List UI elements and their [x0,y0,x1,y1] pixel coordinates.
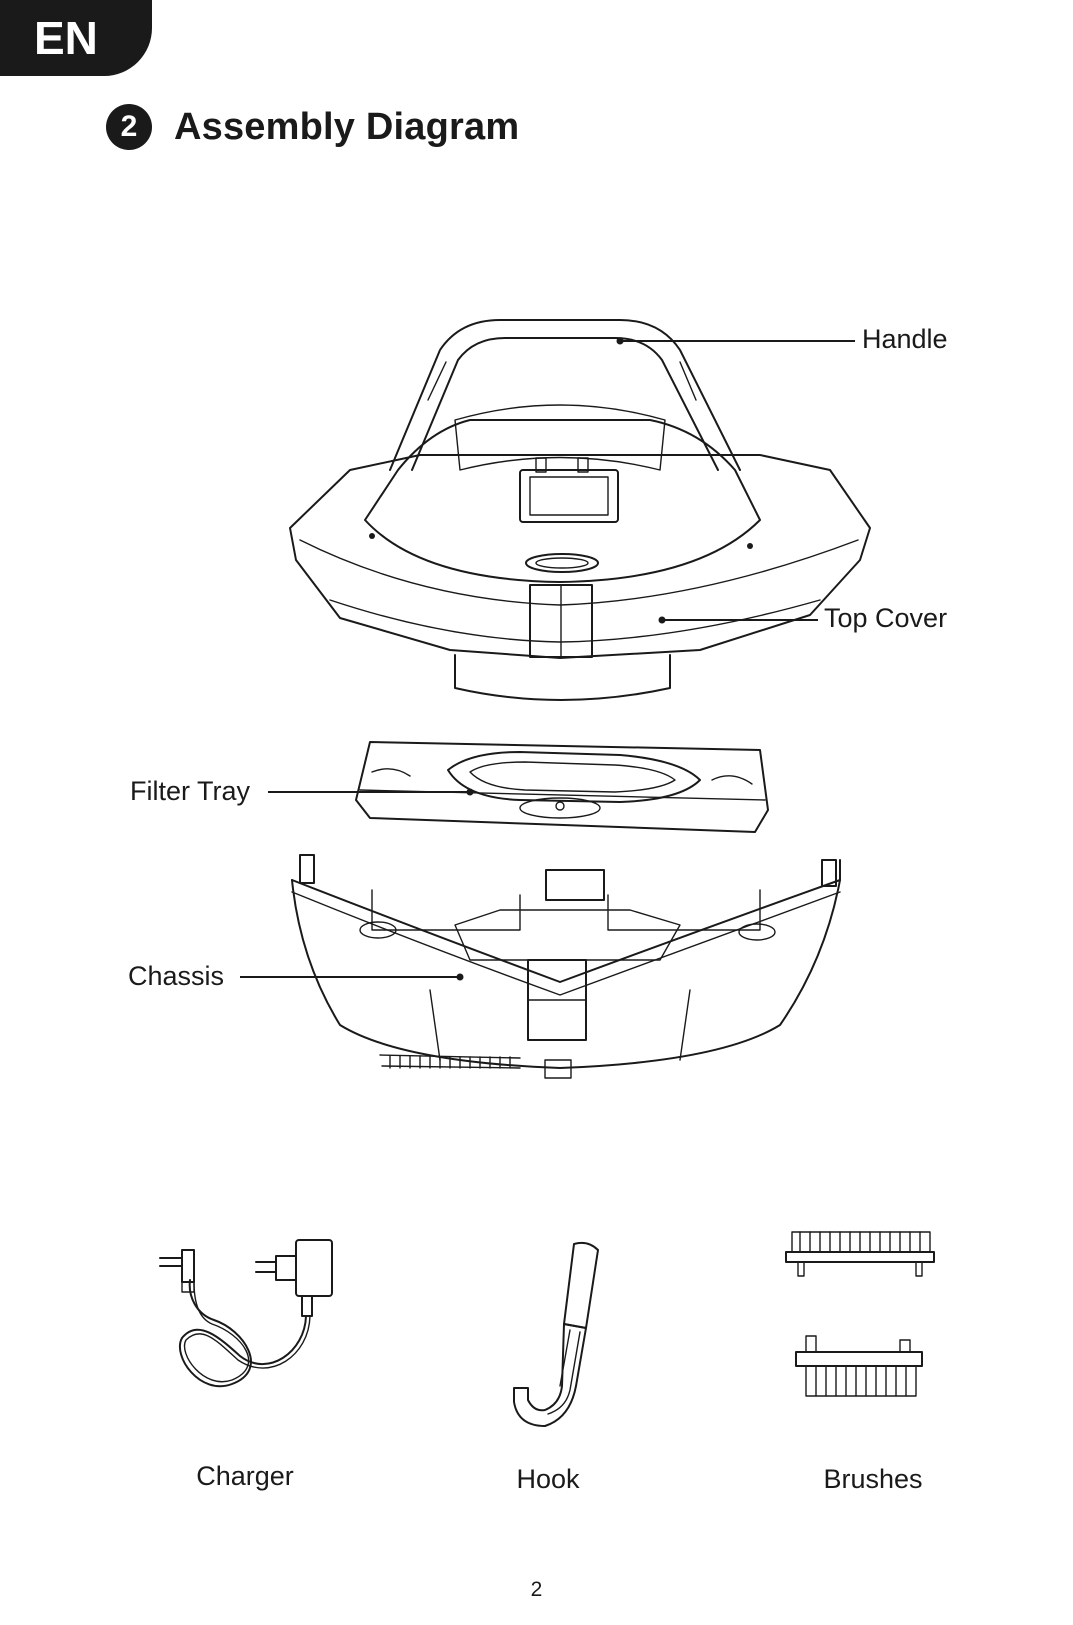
section-header: 2 Assembly Diagram [106,104,519,150]
caption-hook: Hook [516,1464,580,1494]
handle-drawing [389,319,741,471]
section-number: 2 [120,110,138,143]
page-number: 2 [530,1578,543,1601]
chassis-drawing [291,854,841,1079]
section-title: Assembly Diagram [174,105,520,148]
charger-drawing [159,1239,333,1388]
callout-chassis: Chassis [128,961,225,991]
leader-lines [240,337,855,981]
filter-tray-drawing [355,741,769,833]
section-number-badge: 2 [106,104,152,150]
caption-charger: Charger [196,1461,294,1491]
language-tab: EN [0,0,152,76]
callout-handle: Handle [862,324,948,354]
callout-filter-tray: Filter Tray [130,776,251,806]
caption-brushes: Brushes [823,1464,923,1494]
brushes-drawing [785,1231,935,1397]
language-tab-label: EN [34,12,98,64]
top-cover-drawing [289,404,871,701]
callout-top-cover: Top Cover [824,603,948,633]
hook-drawing [513,1241,599,1427]
